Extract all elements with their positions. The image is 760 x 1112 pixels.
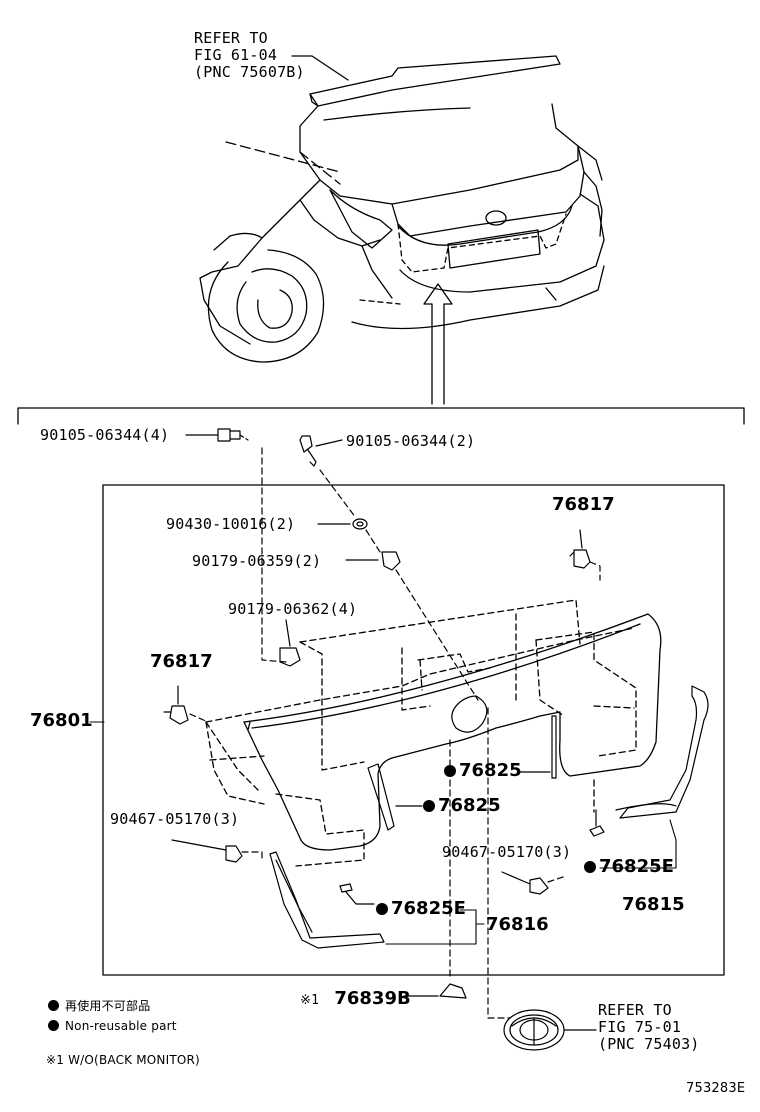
part-label-pad-left-e: 76825E: [376, 900, 466, 918]
legend-japanese-text: 再使用不可部品: [65, 999, 151, 1013]
refer-to-emblem-line1: REFER TO: [598, 1001, 672, 1019]
part-label-moulding-right: 76815: [622, 894, 685, 915]
part-label-pad-left: 76825: [423, 797, 501, 815]
part-label-fastener-right: 90467-05170(3): [442, 843, 572, 861]
part-label-fastener-left: 90467-05170(3): [110, 810, 240, 828]
vehicle-rear-illustration: [199, 55, 605, 363]
figure-id: 753283E: [686, 1081, 746, 1096]
group-bracket: [17, 407, 745, 425]
refer-to-top-line3: (PNC 75607B): [194, 63, 305, 81]
part-label-bolt-left: 90105-06344(4): [40, 426, 170, 444]
part-label-pad-right-e: 76825E: [584, 858, 674, 876]
refer-to-emblem-callout: REFER TO FIG 75-01 (PNC 75403): [598, 1002, 700, 1053]
refer-to-top-line1: REFER TO: [194, 29, 268, 47]
garnish-illustration: [205, 599, 662, 867]
refer-to-top-line2: FIG 61-04: [194, 46, 278, 64]
garnish-assembly-box: [102, 484, 725, 976]
legend-english: Non-reusable part: [48, 1019, 177, 1033]
refer-to-emblem-line2: FIG 75-01: [598, 1018, 682, 1036]
refer-to-top-callout: REFER TO FIG 61-04 (PNC 75607B): [194, 30, 305, 81]
part-label-pad-center: 76825: [444, 762, 522, 780]
legend-note: ※1 W/O(BACK MONITOR): [46, 1053, 200, 1067]
legend-japanese: 再使用不可部品: [48, 999, 150, 1013]
part-label-clip-left: 76817: [150, 651, 213, 672]
part-label-clip-top-right: 76817: [552, 494, 615, 515]
fastener-illustrations: [163, 428, 709, 1051]
refer-to-emblem-line3: (PNC 75403): [598, 1035, 700, 1053]
part-label-washer: 90430-10016(2): [166, 515, 296, 533]
part-label-bolt-right: 90105-06344(2): [346, 432, 476, 450]
legend-bullet-icon: [48, 1020, 59, 1031]
cover-note-mark: ※1: [300, 993, 320, 1008]
part-label-cover: ※1 76839B: [300, 990, 411, 1010]
part-label-nut-upper: 90179-06359(2): [192, 552, 322, 570]
legend-english-text: Non-reusable part: [65, 1019, 177, 1033]
legend-bullet-icon: [48, 1000, 59, 1011]
view-arrow: [423, 283, 453, 405]
cover-part-number: 76839B: [334, 988, 411, 1009]
part-label-nut-lower: 90179-06362(4): [228, 600, 358, 618]
part-label-moulding-left: 76816: [486, 914, 549, 935]
part-label-garnish: 76801: [30, 710, 93, 731]
